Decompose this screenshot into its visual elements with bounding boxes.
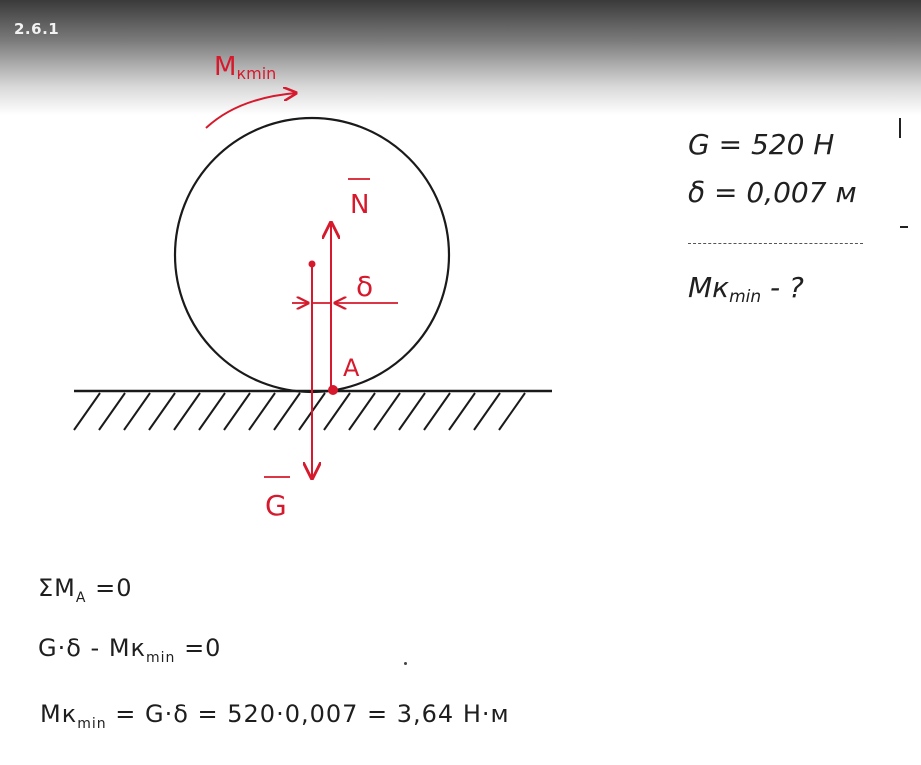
ground-hatch-line	[198, 392, 226, 431]
ground-hatch-line	[448, 392, 476, 431]
ground-hatch-line	[373, 392, 401, 431]
ground-hatch-line	[223, 392, 251, 431]
ground-hatch-line	[173, 392, 201, 431]
given-weight: G = 520 Н	[688, 128, 835, 161]
normal-force-label: N	[350, 190, 369, 220]
ground-hatch-line	[148, 392, 176, 431]
ground-hatch-line	[348, 392, 376, 431]
equation-moment-sum: ΣMA =0	[38, 574, 133, 606]
moment-label: Mкmin	[214, 52, 276, 83]
edge-mark-vertical	[899, 118, 901, 138]
unknown-moment-sub: min	[729, 287, 762, 307]
ground-hatch-line	[73, 392, 101, 431]
given-separator	[688, 243, 863, 244]
moment-arrow	[205, 93, 296, 129]
ground-hatch-line	[398, 392, 426, 431]
ground-hatch-line	[423, 392, 451, 431]
ground-hatch-line	[98, 392, 126, 431]
contact-point-a	[328, 385, 338, 395]
given-delta: δ = 0,007 м	[688, 176, 857, 209]
delta-label: δ	[356, 270, 373, 303]
stray-dot	[404, 662, 407, 665]
ground-hatch-line	[123, 392, 151, 431]
problem-number: 2.6.1	[14, 20, 60, 38]
ground-hatch-line	[273, 392, 301, 431]
edge-mark-horizontal	[900, 226, 908, 228]
unknown-moment-main: Mк	[688, 271, 730, 304]
ground-hatch-line	[323, 392, 351, 431]
equation-result: Mкmin = G·δ = 520·0,007 = 3,64 Н·м	[40, 700, 510, 732]
weight-label: G	[265, 489, 287, 522]
ground-hatch-line	[248, 392, 276, 431]
unknown-moment-suffix: - ?	[761, 271, 804, 304]
ground-hatch-line	[473, 392, 501, 431]
point-a-label: A	[343, 354, 360, 382]
ground-hatch-line	[498, 392, 526, 431]
unknown-moment: Mкmin - ?	[688, 271, 804, 307]
equation-balance: G·δ - Mкmin =0	[38, 634, 222, 666]
ground-surface	[73, 389, 552, 431]
ground-hatching	[73, 392, 526, 431]
top-shadow-band	[0, 0, 921, 115]
